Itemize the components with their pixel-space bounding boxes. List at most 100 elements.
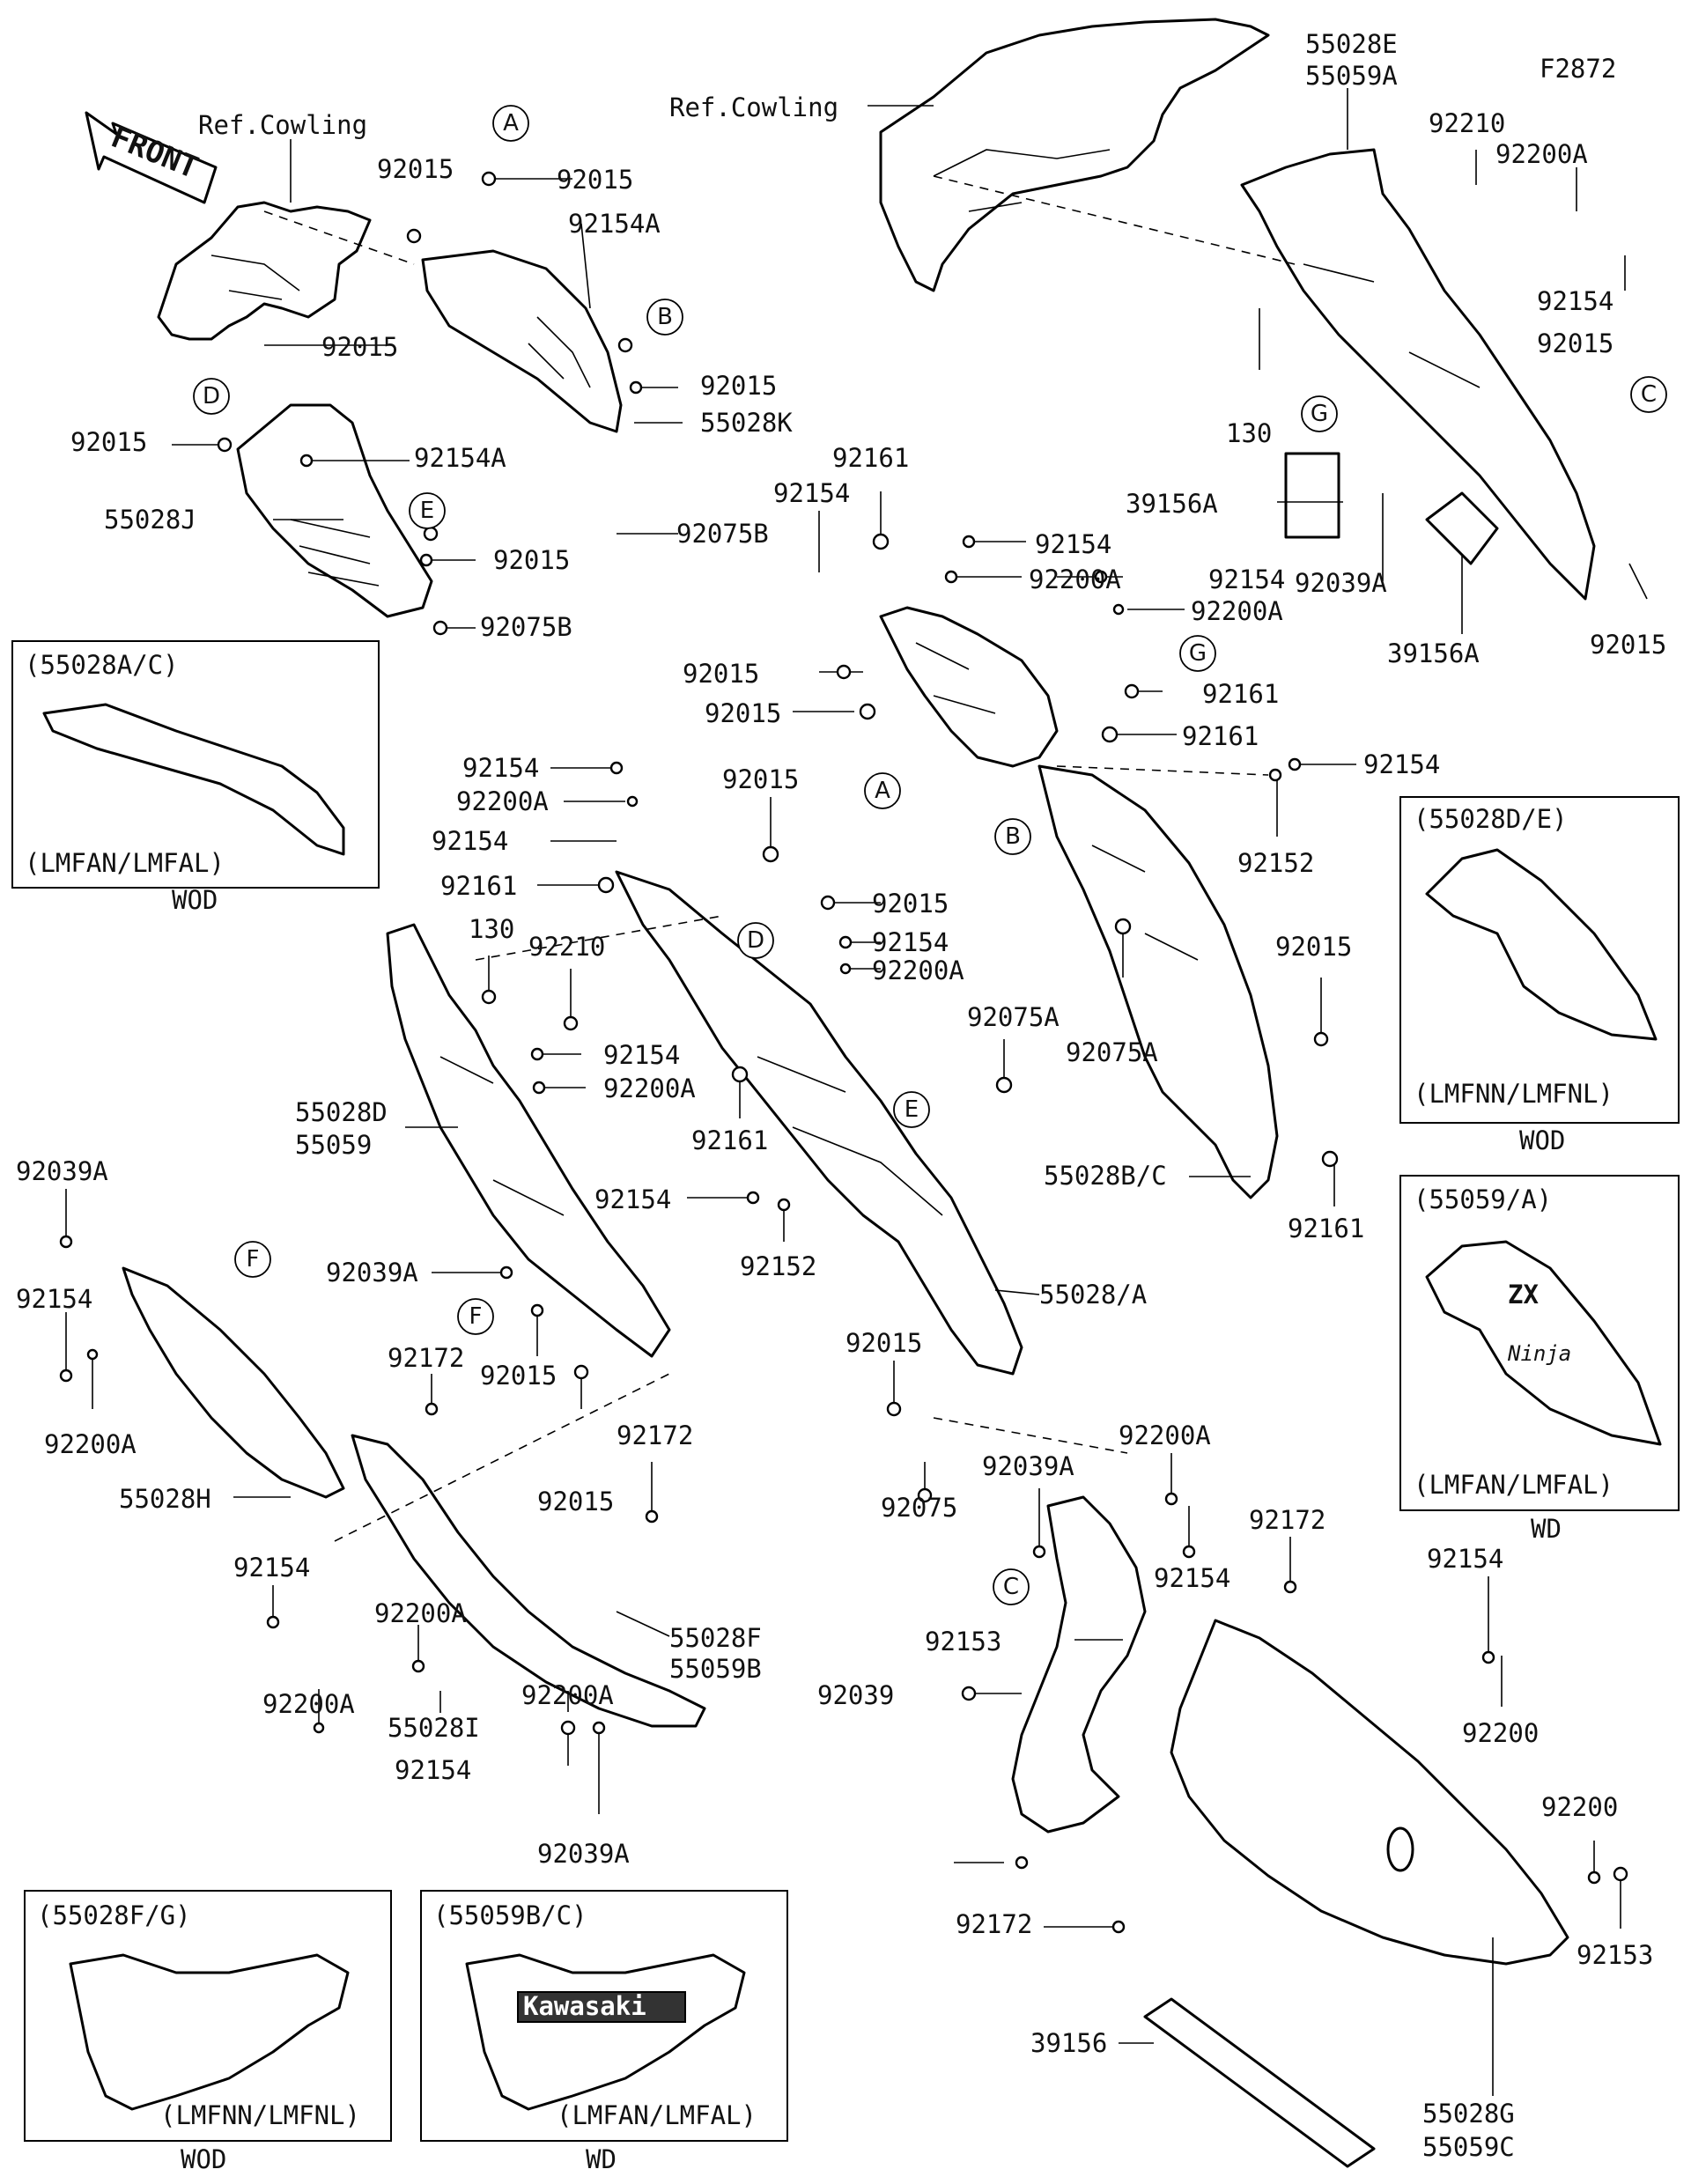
- part-label: 92153: [925, 1627, 1001, 1656]
- variant-finish: WOD: [172, 885, 218, 915]
- part-label: 92200A: [1029, 564, 1121, 594]
- part-label: 92039: [817, 1680, 894, 1710]
- part-label: 55028H: [119, 1484, 211, 1514]
- svg-text:D: D: [747, 927, 764, 954]
- part-label: 55028D: [295, 1097, 388, 1127]
- decal-kawasaki: Kawasaki: [523, 1991, 646, 2021]
- part-label: 92154: [16, 1284, 92, 1314]
- part-label: 55028G: [1422, 2099, 1515, 2129]
- part-label: 92154: [1208, 564, 1285, 594]
- part-label: 92015: [705, 698, 781, 728]
- part-label: 92154: [872, 927, 949, 957]
- part-label: 55028J: [104, 505, 196, 535]
- part-55028I: [1011, 1495, 1147, 1834]
- part-55028A: [615, 870, 1023, 1376]
- part-label: 92154: [432, 826, 508, 856]
- part-label: 92200A: [1119, 1420, 1211, 1450]
- svg-text:B: B: [657, 304, 673, 330]
- reference-circle: D: [737, 922, 774, 959]
- part-55028K: [421, 249, 623, 433]
- variant-model: (55028F/G): [37, 1900, 191, 1930]
- part-label: 92200A: [1495, 139, 1588, 169]
- part-label: 92015: [700, 371, 777, 401]
- part-label: 92015: [321, 332, 398, 362]
- leader-lines: [65, 88, 1648, 2096]
- part-label: 92039A: [982, 1451, 1074, 1481]
- inner-bracket-left: [157, 201, 372, 341]
- part-label: 92200A: [262, 1689, 355, 1719]
- svg-text:F: F: [469, 1303, 483, 1330]
- reference-circle: B: [646, 299, 683, 336]
- part-label: 92154A: [414, 443, 506, 473]
- part-label: 92039A: [16, 1156, 108, 1186]
- part-label: 55028E: [1305, 29, 1398, 59]
- part-label: 92015: [683, 659, 759, 689]
- decal-zx: ZX: [1508, 1280, 1539, 1310]
- part-label: 55028B/C: [1044, 1161, 1167, 1191]
- part-55028G: [1170, 1619, 1569, 1966]
- part-label: 92015: [480, 1361, 557, 1391]
- reference-circle: F: [234, 1241, 271, 1278]
- svg-text:A: A: [503, 110, 519, 136]
- pad-39156: [1143, 1997, 1376, 2168]
- variant-box-55028FG: (55028F/G) (LMFNN/LMFNL) WOD: [24, 1890, 392, 2174]
- part-label: 55028I: [388, 1713, 480, 1743]
- reference-circle: C: [993, 1568, 1030, 1605]
- part-label: 92200A: [374, 1598, 467, 1628]
- part-label: 55028F: [669, 1623, 762, 1653]
- part-55028D: [386, 923, 671, 1358]
- part-label: 92039A: [326, 1258, 418, 1288]
- part-label: 55059: [295, 1130, 372, 1160]
- part-label: 39156: [1030, 2028, 1107, 2058]
- part-label: 92152: [1237, 848, 1314, 878]
- part-label: 92015: [846, 1328, 922, 1358]
- part-label: 92200A: [1191, 596, 1283, 626]
- variant-code: (LMFAN/LMFAL): [25, 848, 225, 878]
- part-55028E: [1240, 148, 1596, 601]
- part-55028J: [236, 403, 433, 618]
- part-label: 92015: [1590, 630, 1666, 660]
- variant-finish: WD: [586, 2144, 617, 2174]
- variant-model: (55028D/E): [1414, 804, 1568, 834]
- svg-text:G: G: [1189, 640, 1207, 667]
- variant-box-55028DE: (55028D/E) (LMFNN/LMFNL) WOD: [1399, 796, 1680, 1155]
- variant-finish: WOD: [181, 2144, 226, 2174]
- part-label: 92039A: [1295, 568, 1387, 598]
- drain-hole-icon: [1386, 1826, 1414, 1872]
- part-label: 92161: [1202, 679, 1279, 709]
- part-label: 92015: [493, 545, 570, 575]
- reference-circle: A: [492, 105, 529, 142]
- part-label: 55028/A: [1039, 1280, 1147, 1310]
- front-arrow: FRONT: [85, 111, 218, 204]
- fasteners: [59, 171, 1628, 1934]
- svg-text:C: C: [1641, 381, 1657, 408]
- part-label: 55059A: [1305, 61, 1398, 91]
- part-55028F: [351, 1434, 706, 1728]
- part-label: 92154: [395, 1755, 471, 1785]
- part-label: 92015: [70, 427, 147, 457]
- part-label: 92200A: [872, 956, 964, 985]
- part-label: 92075A: [967, 1002, 1060, 1032]
- variant-box-55028AC: (55028A/C) (LMFAN/LMFAL) WOD: [11, 640, 380, 915]
- part-55028BC: [1037, 764, 1279, 1199]
- part-label: 130: [469, 914, 514, 944]
- part-label: 55059C: [1422, 2132, 1515, 2162]
- part-label: 92154: [1154, 1563, 1230, 1593]
- part-label: 130: [1226, 418, 1272, 448]
- part-label: 92154: [233, 1553, 310, 1583]
- variant-code: (LMFAN/LMFAL): [557, 2100, 757, 2130]
- part-label: 39156A: [1126, 489, 1218, 519]
- part-label: 92210: [528, 932, 605, 962]
- plate-39156A-1: [1284, 452, 1340, 539]
- part-label: 92015: [1537, 328, 1613, 358]
- part-label: 92172: [388, 1343, 464, 1373]
- part-label: 92161: [1288, 1214, 1364, 1243]
- part-label: 92161: [440, 871, 517, 901]
- part-label: 92015: [537, 1487, 614, 1516]
- svg-text:C: C: [1003, 1574, 1019, 1600]
- part-label: 92210: [1429, 108, 1505, 138]
- part-label: 92075A: [1066, 1037, 1158, 1067]
- reference-circle: G: [1179, 635, 1216, 672]
- part-label: 92075B: [480, 612, 572, 642]
